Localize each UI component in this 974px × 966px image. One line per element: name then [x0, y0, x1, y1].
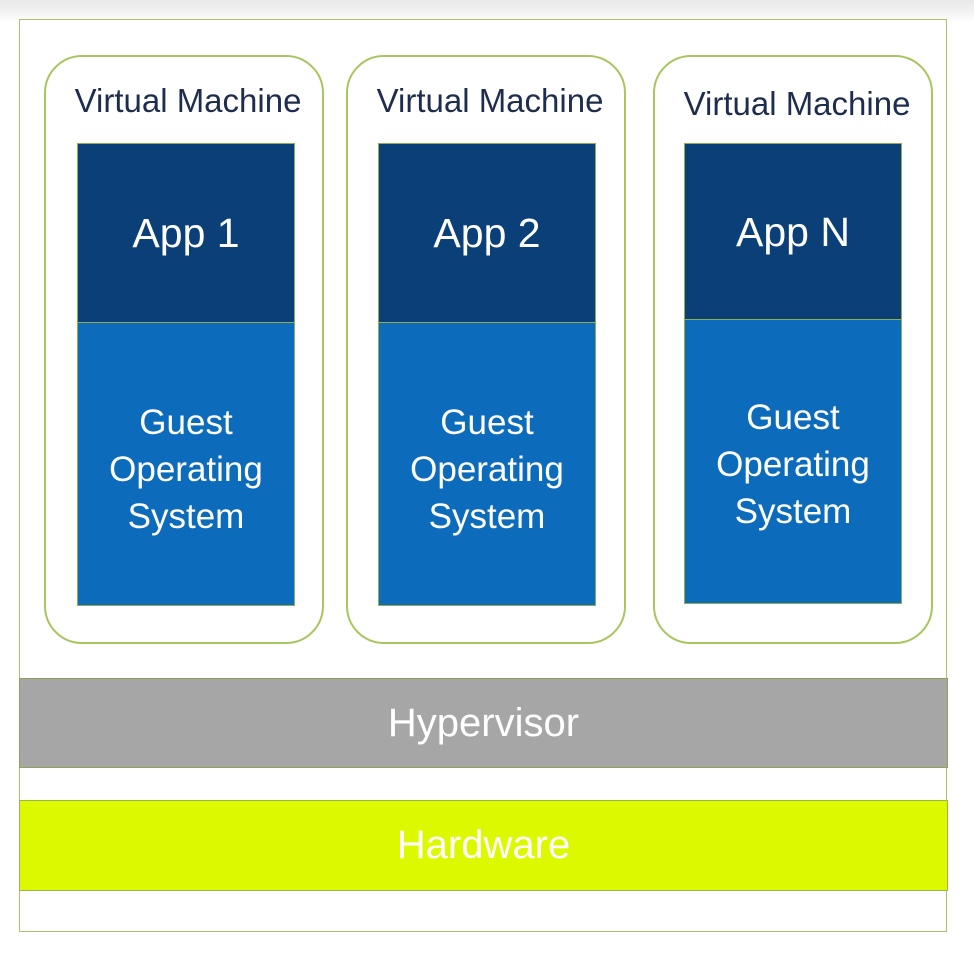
app-box: App N [684, 143, 902, 321]
app-box: App 1 [77, 143, 295, 324]
hardware-layer: Hardware [19, 800, 948, 891]
guest-os-box: Guest Operating System [378, 322, 596, 606]
app-box: App 2 [378, 143, 596, 324]
virtual-machine-title: Virtual Machine [74, 82, 302, 119]
hypervisor-layer: Hypervisor [19, 678, 948, 768]
guest-os-label: Guest Operating System [716, 398, 870, 531]
guest-os-label: Guest Operating System [410, 403, 564, 536]
guest-os-box: Guest Operating System [77, 322, 295, 606]
guest-os-label: Guest Operating System [109, 403, 263, 536]
guest-os-box: Guest Operating System [684, 319, 902, 604]
virtual-machine-title: Virtual Machine [683, 85, 911, 122]
virtual-machine-title: Virtual Machine [376, 82, 604, 119]
